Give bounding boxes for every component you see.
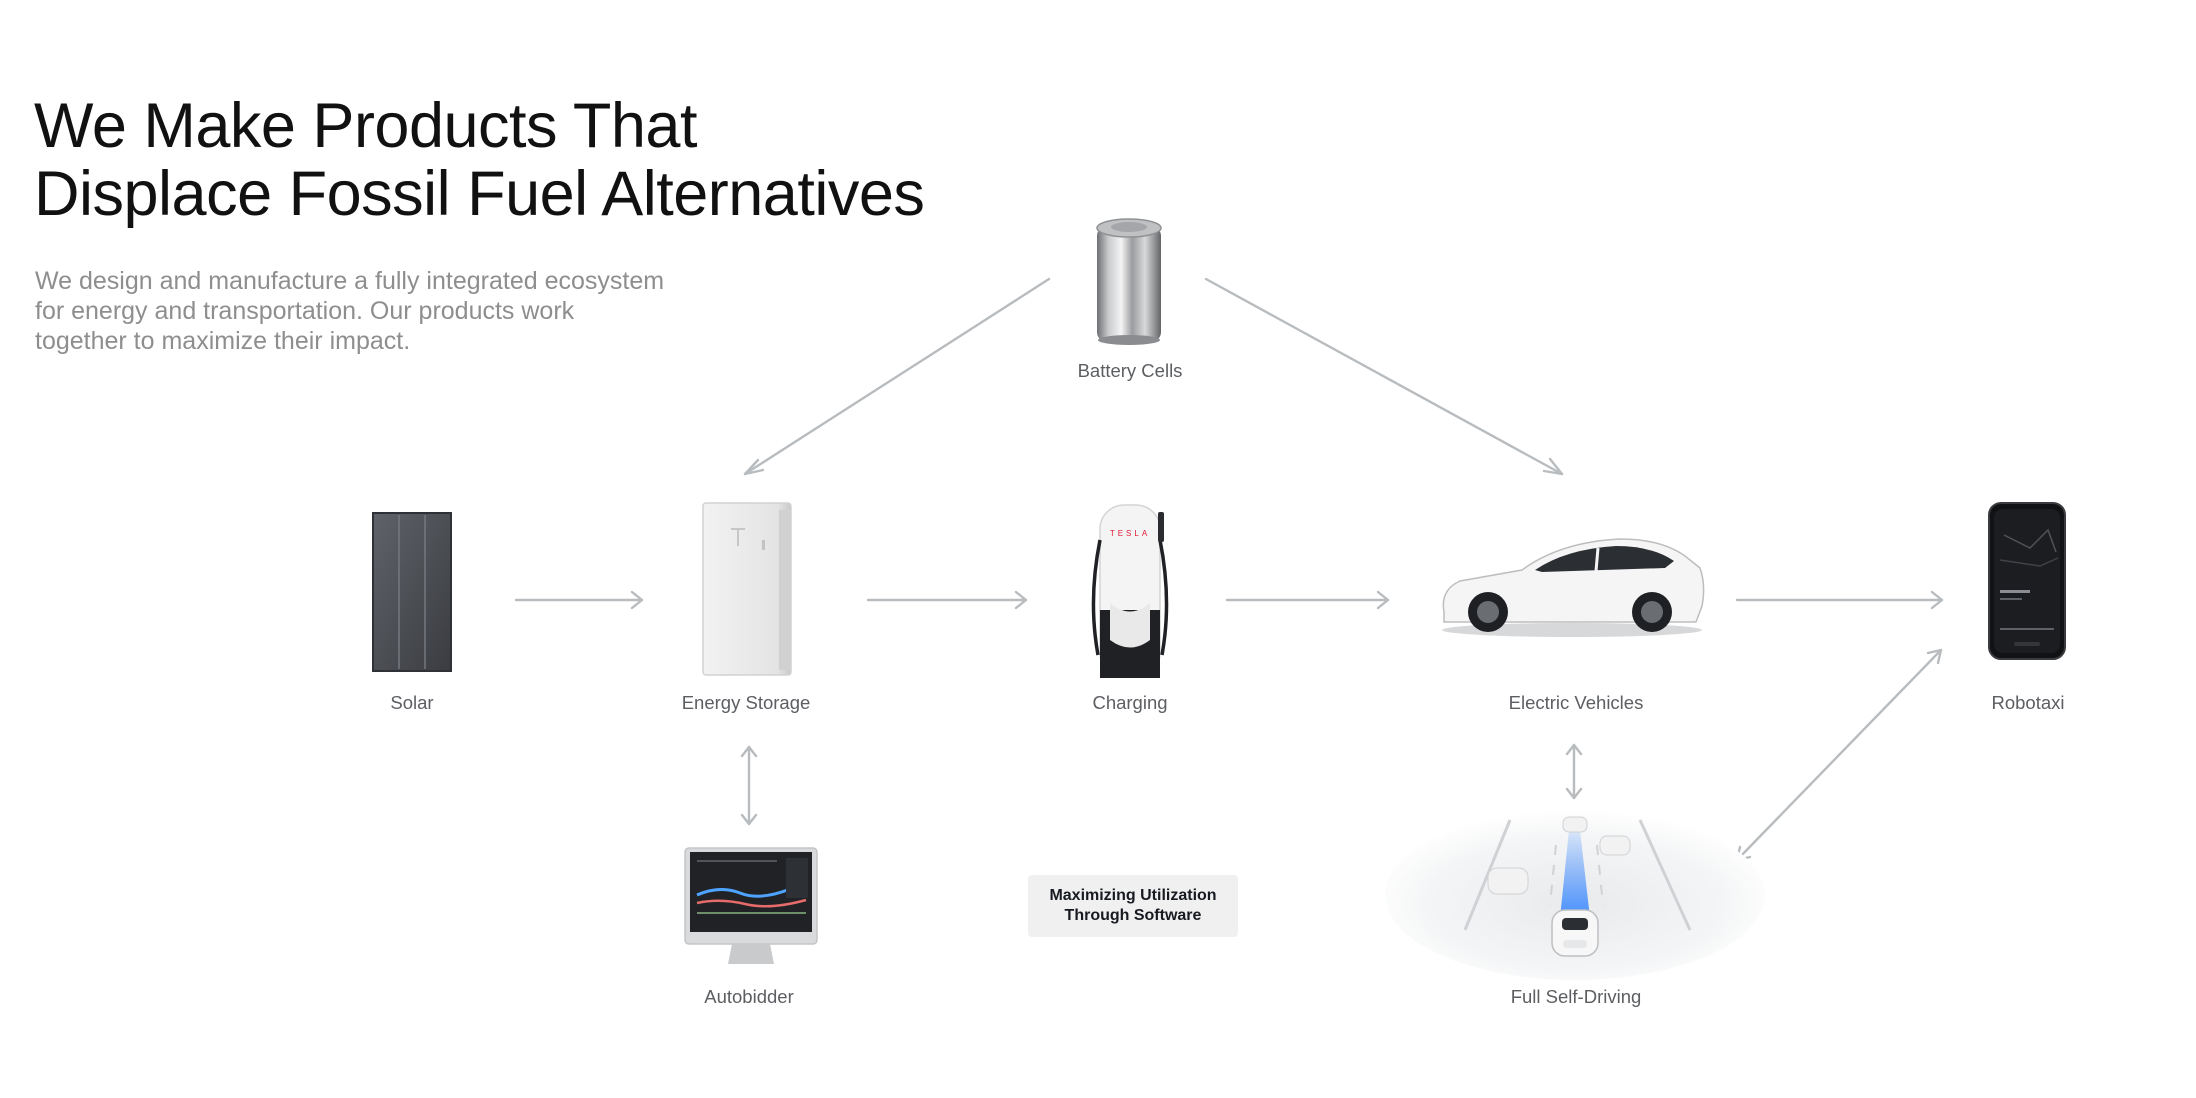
arrow-fsd-robotaxi [1735, 648, 1943, 862]
arrow-energy-storage-autobidder [740, 745, 758, 826]
fsd-road-image [1385, 810, 1765, 980]
node-label-energy-storage: Energy Storage [681, 692, 811, 713]
arrow-electric-vehicles-fsd [1565, 743, 1583, 800]
node-label-battery-cells: Battery Cells [1077, 360, 1183, 381]
software-callout: Maximizing Utilization Through Software [1028, 875, 1238, 937]
node-label-full-self-driving: Full Self-Driving [1510, 986, 1642, 1007]
robotaxi-phone-image [1988, 502, 2066, 660]
page-headline: We Make Products That Displace Fossil Fu… [34, 91, 925, 229]
intro-line-2: for energy and transportation. Our produ… [35, 297, 575, 325]
headline-line-2: Displace Fossil Fuel Alternatives [34, 159, 925, 229]
intro-paragraph: We design and manufacture a fully integr… [35, 266, 735, 356]
callout-line-1: Maximizing Utilization [1049, 887, 1217, 904]
node-label-solar: Solar [390, 692, 434, 713]
node-label-charging: Charging [1092, 692, 1168, 713]
energy-storage-image [702, 502, 792, 676]
node-label-autobidder: Autobidder [704, 986, 794, 1007]
battery-cell-image [1096, 218, 1162, 345]
intro-line-1: We design and manufacture a fully integr… [35, 267, 665, 295]
arrow-battery-to-energy-storage [743, 277, 1051, 476]
headline-line-1: We Make Products That [34, 91, 697, 161]
arrow-solar-to-energy-storage [514, 590, 644, 610]
node-label-electric-vehicles: Electric Vehicles [1508, 692, 1644, 713]
intro-line-3: together to maximize their impact. [35, 327, 411, 355]
callout-line-2: Through Software [1064, 907, 1202, 924]
arrows [514, 277, 1944, 862]
electric-vehicle-image [1442, 538, 1705, 637]
solar-panel-image [372, 512, 452, 672]
charger-brand: TESLA [1110, 529, 1150, 538]
autobidder-monitor-image [684, 847, 818, 964]
arrow-electric-vehicles-to-robotaxi [1735, 590, 1944, 610]
arrow-charging-to-electric-vehicles [1225, 590, 1390, 610]
charger-image: TESLA [1091, 504, 1169, 678]
arrow-battery-to-electric-vehicles [1204, 277, 1564, 476]
arrow-energy-storage-to-charging [866, 590, 1028, 610]
node-label-robotaxi: Robotaxi [1991, 692, 2065, 713]
